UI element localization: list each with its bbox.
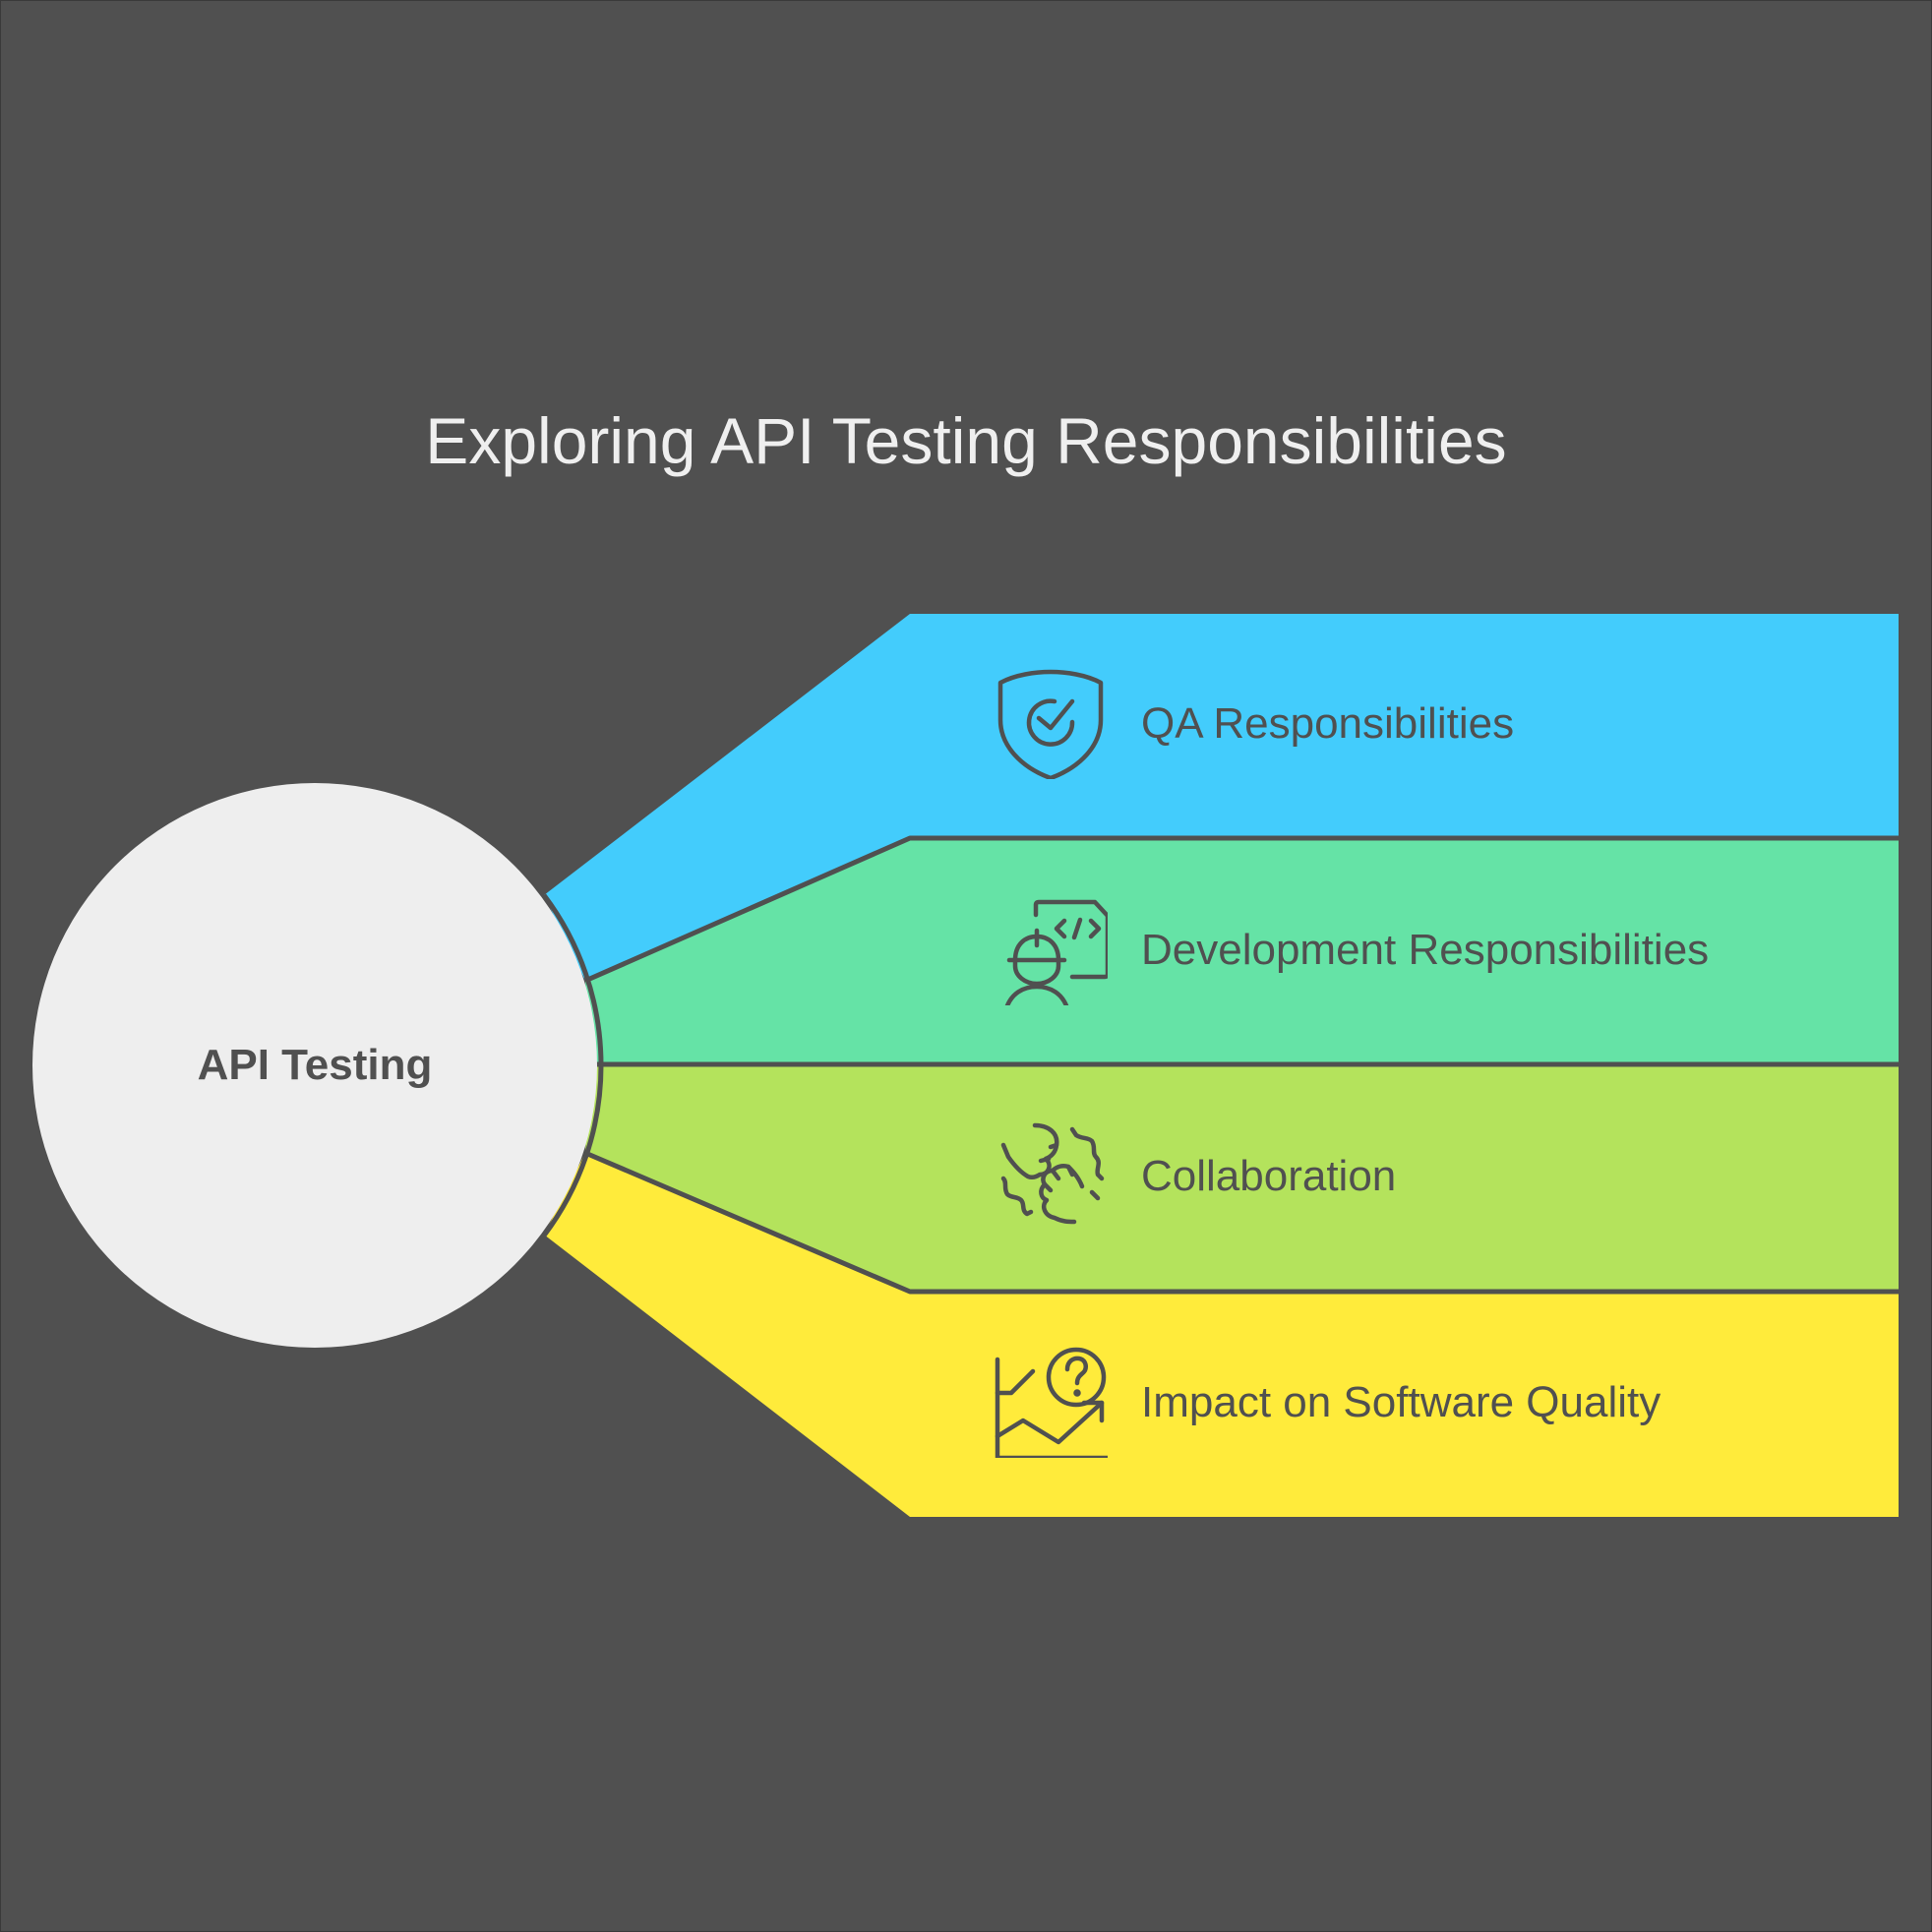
handshake-hands-icon [994, 1117, 1108, 1232]
branch-band-development [585, 838, 1899, 1064]
branch-band-collaboration [585, 1064, 1899, 1292]
hub-circle [32, 783, 597, 1348]
branch-band-qa [544, 614, 1899, 981]
separator-collab-impact [584, 1150, 1899, 1295]
shield-check-icon [994, 665, 1108, 781]
hub-label: API Testing [197, 1041, 433, 1089]
branch-label-collaboration: Collaboration [1141, 1152, 1397, 1200]
developer-code-icon [994, 891, 1111, 1011]
chart-question-icon [994, 1344, 1111, 1461]
branch-label-qa: QA Responsibilities [1141, 699, 1515, 748]
branch-band-impact [544, 1153, 1899, 1517]
hub-circle-arc [542, 893, 604, 1238]
separator-qa-dev [583, 835, 1899, 984]
branch-label-development: Development Responsibilities [1141, 926, 1710, 974]
diagram-title: Exploring API Testing Responsibilities [425, 404, 1507, 477]
branch-label-impact: Impact on Software Quality [1141, 1378, 1661, 1426]
